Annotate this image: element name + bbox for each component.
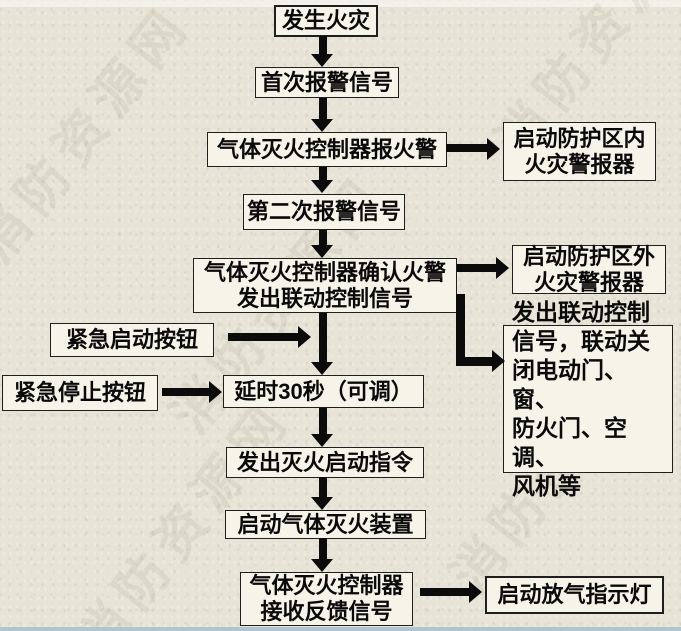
node-emergency-stop-button: 紧急停止按钮 xyxy=(2,375,158,411)
top-light-strip xyxy=(0,0,681,7)
arrow-fire-to-first-alarm-head xyxy=(311,54,333,67)
arrow-confirm-to-out-zone-shaft xyxy=(457,264,496,272)
elbow-confirm-to-linkage-vertical xyxy=(456,294,465,364)
arrow-command-to-device-head xyxy=(311,497,333,510)
node-first-alarm: 首次报警信号 xyxy=(255,67,399,98)
elbow-confirm-to-linkage-head xyxy=(492,350,505,372)
arrow-second-alarm-to-confirm-shaft xyxy=(319,230,327,246)
arrow-device-to-feedback-shaft xyxy=(319,538,327,560)
arrow-emergency-stop-to-delay-shaft xyxy=(162,388,209,396)
arrow-feedback-to-indicator-head xyxy=(469,581,482,603)
arrow-delay-to-command-shaft xyxy=(319,408,327,435)
node-delay-30s: 延时30秒（可调） xyxy=(223,375,424,408)
arrow-feedback-to-indicator-shaft xyxy=(420,588,469,596)
arrow-controller-to-in-zone-head xyxy=(487,138,500,160)
node-in-zone-alarm: 启动防护区内 火灾警报器 xyxy=(503,122,656,181)
arrow-confirm-to-delay-head xyxy=(311,362,333,375)
arrow-controller-to-second-alarm-head xyxy=(311,180,333,193)
node-extinguish-command: 发出灭火启动指令 xyxy=(226,447,424,478)
arrow-emergency-start-head xyxy=(298,326,311,348)
arrow-second-alarm-to-confirm-head xyxy=(311,245,333,258)
node-controller-fire-alarm: 气体灭火控制器报火警 xyxy=(207,132,447,167)
arrow-delay-to-command-head xyxy=(311,434,333,447)
arrow-command-to-device-shaft xyxy=(319,477,327,498)
arrow-controller-to-second-alarm-shaft xyxy=(319,167,327,181)
node-start-gas-device: 启动气体灭火装置 xyxy=(225,510,426,539)
bottom-bar xyxy=(0,627,681,631)
node-fire-occurs: 发生火灾 xyxy=(274,5,378,37)
elbow-confirm-to-linkage-horizontal xyxy=(456,357,492,366)
node-out-zone-alarm: 启动防护区外 火灾警报器 xyxy=(512,244,666,295)
node-second-alarm: 第二次报警信号 xyxy=(243,194,405,230)
arrow-emergency-start-shaft xyxy=(228,333,298,341)
arrow-confirm-to-out-zone-head xyxy=(496,257,509,279)
arrow-emergency-stop-to-delay-head xyxy=(209,381,222,403)
node-emergency-start-button: 紧急启动按钮 xyxy=(50,323,214,357)
arrow-controller-to-in-zone-shaft xyxy=(446,144,487,152)
arrow-first-alarm-to-controller-shaft xyxy=(319,98,327,120)
node-linkage-control: 发出联动控制 信号，联动关 闭电动门、窗、 防火门、空调、 风机等 xyxy=(503,299,673,499)
watermark-text: 消防资源网 xyxy=(0,0,203,275)
node-release-indicator: 启动放气指示灯 xyxy=(485,576,664,614)
node-feedback-signal: 气体灭火控制器 接收反馈信号 xyxy=(240,572,413,626)
arrow-fire-to-first-alarm-shaft xyxy=(319,36,327,55)
node-confirm-fire: 气体灭火控制器确认火警 发出联动控制信号 xyxy=(193,258,457,313)
arrow-confirm-to-delay-shaft xyxy=(319,313,327,363)
arrow-first-alarm-to-controller-head xyxy=(311,119,333,132)
arrow-device-to-feedback-head xyxy=(311,559,333,572)
